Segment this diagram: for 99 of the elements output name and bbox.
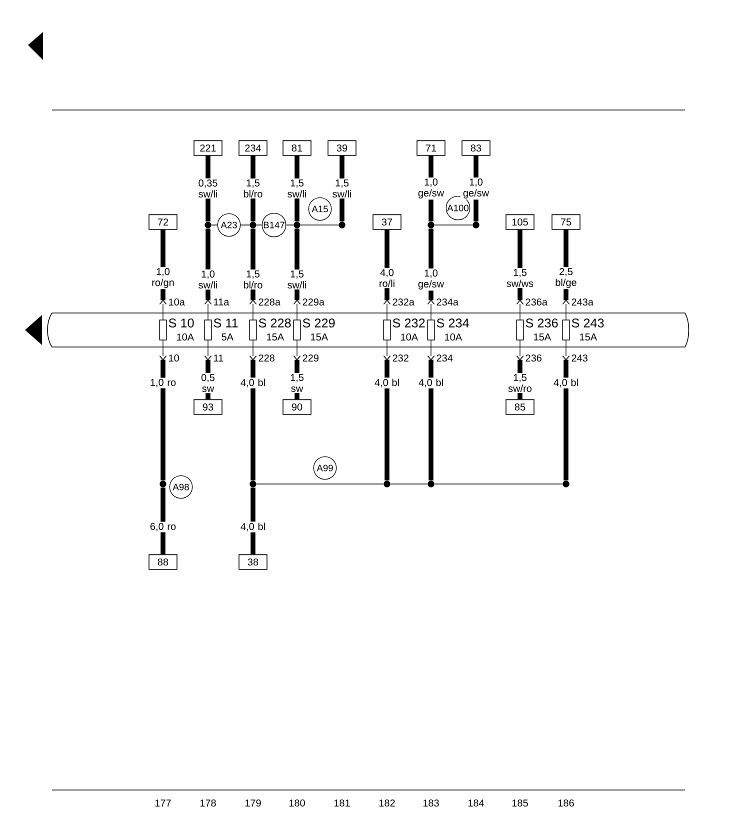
terminal-label: 232a — [392, 298, 414, 306]
wire — [160, 488, 166, 554]
connector-box: 71 — [416, 140, 446, 156]
terminal-label: 232 — [392, 354, 408, 362]
wire-label: 1,0 ro — [147, 378, 179, 388]
column-number: 182 — [379, 799, 395, 807]
fuse-label: S 243 — [572, 318, 604, 328]
wire-label: 4,0 bl — [237, 378, 269, 388]
fuse-label: S 11 — [214, 318, 238, 328]
wire — [250, 488, 256, 554]
wire-label: 1,5 sw/li — [326, 178, 358, 199]
fuse-rating: 15A — [580, 334, 598, 340]
connector-box: 81 — [282, 140, 312, 156]
connector-box: 38 — [238, 554, 268, 570]
connector-box: 90 — [282, 399, 312, 415]
wire — [249, 355, 257, 480]
wire — [434, 224, 473, 226]
wire — [211, 224, 218, 226]
wire — [240, 224, 250, 226]
wire-label: 1,5 bl/ro — [237, 269, 269, 290]
terminal-label: 243 — [572, 354, 588, 362]
wire-label: 4,0 bl — [550, 378, 582, 388]
fuse-label: S 229 — [302, 318, 335, 328]
wire — [383, 355, 391, 480]
circled-label: A98 — [169, 475, 193, 499]
terminal-label: 11 — [214, 354, 224, 362]
terminal-label: 234 — [436, 354, 453, 362]
column-number: 184 — [468, 799, 484, 807]
circled-label: A99 — [313, 456, 337, 480]
wire-label: 0,35 sw/li — [192, 178, 224, 199]
circled-label: B147 — [262, 212, 286, 238]
terminal-label: 229a — [302, 298, 324, 306]
fuse-rating: 15A — [267, 334, 284, 340]
terminal-label: 228 — [258, 354, 274, 362]
terminal-label: 11a — [214, 298, 230, 306]
fuse-label: S 10 — [168, 318, 194, 328]
wire-label: 1,5 sw — [281, 372, 313, 394]
connector-box: 234 — [238, 140, 268, 156]
fuse-label: S 228 — [258, 318, 291, 328]
wire-label: 4,0 bl — [371, 378, 403, 388]
wire-label: 1,0 ge/sw — [415, 177, 447, 200]
wire — [256, 224, 262, 226]
terminal-label: 229 — [302, 354, 318, 362]
circled-label: A23 — [217, 213, 241, 237]
wire-label: 1,0 sw/li — [192, 269, 224, 290]
wire-label: 1,0 ro/gn — [147, 266, 179, 290]
terminal-label: 10a — [169, 298, 185, 306]
fuse-label: S 232 — [392, 318, 425, 328]
connector-box: 39 — [328, 140, 356, 156]
terminal-label: 236a — [526, 298, 548, 306]
circled-label: A15 — [308, 197, 332, 221]
connector-box: 75 — [552, 214, 580, 230]
connector-box: 83 — [462, 140, 490, 156]
fuse-rating: 15A — [311, 334, 328, 340]
wire-label: 1,0 ge/sw — [460, 177, 492, 200]
wire-label: 4,0 ro/li — [371, 268, 403, 288]
fuse-rating: 10A — [445, 333, 462, 341]
terminal-label: 10 — [169, 354, 179, 362]
connector-box: 85 — [506, 399, 534, 415]
wire-label: 4,0 bl — [415, 378, 447, 388]
connector-box: 72 — [148, 214, 178, 230]
wire-label: 1,0 ge/sw — [415, 268, 447, 291]
wire-label: 0,5 sw — [192, 372, 224, 394]
wire-label: 1,5 sw/li — [281, 178, 313, 199]
terminal-label: 236 — [526, 354, 542, 362]
column-number: 177 — [155, 800, 171, 806]
wire-label: 4,0 bl — [237, 522, 269, 532]
wire — [159, 355, 167, 480]
wire — [427, 355, 435, 480]
fuse-rating: 10A — [177, 333, 194, 341]
connector-box: 93 — [194, 399, 222, 415]
wire-label: 2,5 bl/ge — [550, 266, 582, 290]
wire — [300, 224, 339, 226]
column-number: 181 — [334, 799, 350, 807]
fuse-rating: 15A — [534, 334, 552, 340]
terminal-label: 234a — [436, 298, 458, 306]
connector-box: 221 — [194, 140, 222, 156]
wire — [286, 224, 294, 226]
wire-label: 6,0 ro — [147, 522, 179, 532]
wire-label: 1,5 sw/ro — [504, 372, 536, 394]
connector-box: 105 — [506, 214, 534, 230]
wire — [562, 355, 570, 480]
fuse-rating: 10A — [401, 333, 418, 341]
wire-label: 1,5 sw/li — [281, 269, 313, 290]
connector-box: 37 — [372, 214, 402, 230]
terminal-label: 228a — [258, 298, 280, 306]
column-number: 183 — [423, 799, 439, 807]
column-number: 178 — [200, 799, 216, 807]
wire-label: 1,5 sw/ws — [504, 268, 536, 288]
fuse-label: S 234 — [436, 318, 469, 328]
terminal-label: 243a — [572, 298, 594, 306]
connector-box: 88 — [148, 554, 178, 570]
wire-label: 1,5 bl/ro — [237, 178, 269, 199]
column-number: 179 — [245, 799, 261, 807]
fuse-rating: 5A — [222, 334, 234, 340]
fuse-label: S 236 — [526, 318, 558, 328]
column-number: 186 — [558, 799, 574, 807]
column-number: 185 — [512, 799, 528, 807]
column-number: 180 — [289, 799, 305, 807]
